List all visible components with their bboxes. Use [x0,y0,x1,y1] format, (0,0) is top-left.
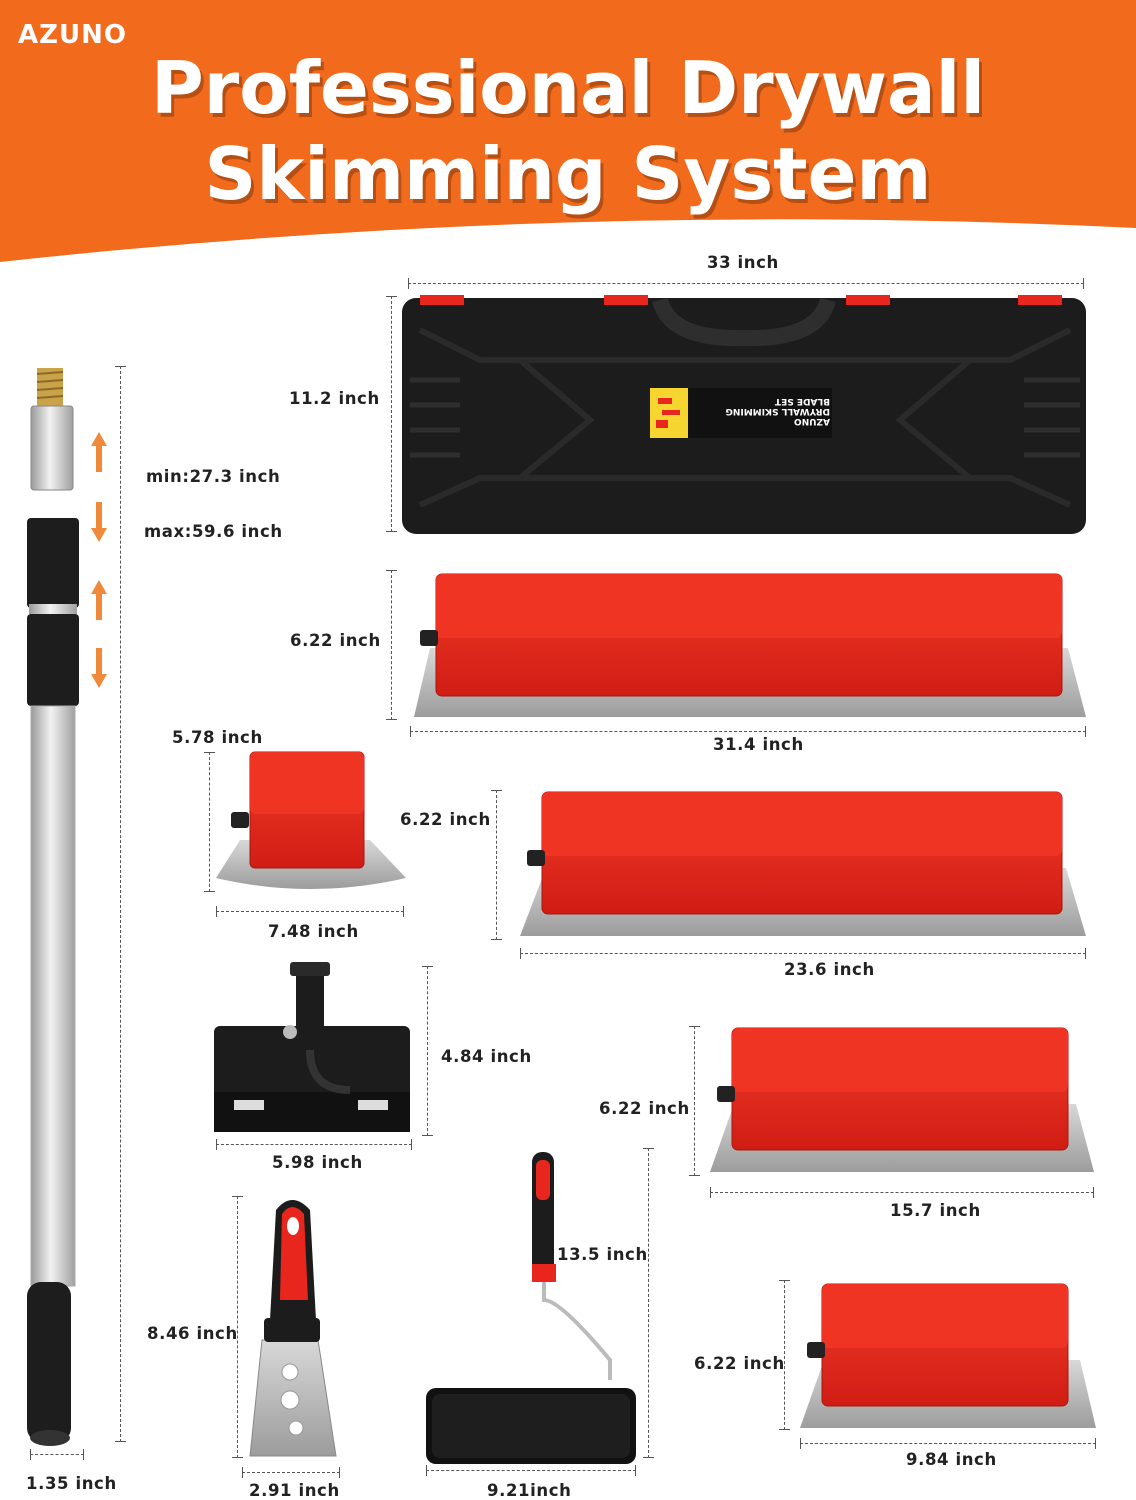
label-pole-min: min:27.3 inch [146,467,281,486]
extension-pole [27,368,79,1446]
label-blade3-height: 6.22 inch [599,1099,690,1118]
case-label-text: DRYWALL SKIMMING BLADE SET [725,396,830,416]
label-scraper-width: 2.91 inch [249,1481,340,1500]
carrying-case [402,295,1086,534]
dim-line-small-blade-width [216,906,404,917]
dim-line-blade4-width [800,1438,1096,1449]
dim-line-adapter-height [422,966,433,1136]
label-blade3-width: 15.7 inch [890,1201,981,1220]
page-title-line1: Professional Drywall [150,46,985,130]
dim-line-blade2-width [520,948,1086,959]
multi-tool-scraper [249,1200,337,1457]
dim-line-adapter-width [216,1139,412,1150]
case-label: AZUNO DRYWALL SKIMMING BLADE SET [690,396,830,426]
dim-line-roller-height [643,1148,654,1458]
dim-line-blade3-width [710,1187,1094,1198]
dim-line-blade2-height [491,790,502,940]
label-adapter-width: 5.98 inch [272,1153,363,1172]
dim-line-pole-length [115,366,126,1442]
dim-line-scraper-height [232,1196,243,1458]
label-pole-diameter: 1.35 inch [26,1474,117,1493]
label-blade1-height: 6.22 inch [290,631,381,650]
case-label-brand: AZUNO [794,416,830,426]
dim-line-pole-diameter [30,1449,84,1460]
adjust-arrows-icon [91,432,107,688]
label-small-blade-height: 5.78 inch [172,728,263,747]
label-blade2-width: 23.6 inch [784,960,875,979]
label-blade4-height: 6.22 inch [694,1354,785,1373]
skimming-blade-31-inch [414,573,1086,717]
handle-adapter [214,962,410,1132]
skimming-blade-15-inch [710,1027,1094,1172]
dim-line-blade4-height [779,1280,790,1430]
dim-line-scraper-width [242,1467,340,1478]
dim-line-blade3-height [689,1026,700,1176]
dim-line-blade1-height [386,570,397,720]
header-banner [0,0,1136,262]
label-small-blade-width: 7.48 inch [268,922,359,941]
label-roller-width: 9.21inch [487,1481,572,1500]
dim-line-blade1-width [410,726,1086,737]
label-case-width: 33 inch [707,253,779,272]
label-blade2-height: 6.22 inch [400,810,491,829]
skimming-blade-23-inch [520,791,1086,936]
dim-line-case-height [386,296,397,532]
label-blade4-width: 9.84 inch [906,1450,997,1469]
small-skimming-blade [216,751,406,889]
label-case-height: 11.2 inch [289,389,380,408]
dim-line-case-width [408,278,1084,289]
dim-line-small-blade-height [204,752,215,892]
label-adapter-height: 4.84 inch [441,1047,532,1066]
label-scraper-height: 8.46 inch [147,1324,238,1343]
brand-logo: AZUNO [18,20,127,50]
label-pole-max: max:59.6 inch [144,522,283,541]
dim-line-roller-width [426,1465,636,1476]
label-roller-height: 13.5 inch [557,1245,648,1264]
label-blade1-width: 31.4 inch [713,735,804,754]
paint-roller [426,1152,636,1464]
skimming-blade-9-inch [800,1283,1096,1428]
page-title-line2: Skimming System [204,132,932,216]
